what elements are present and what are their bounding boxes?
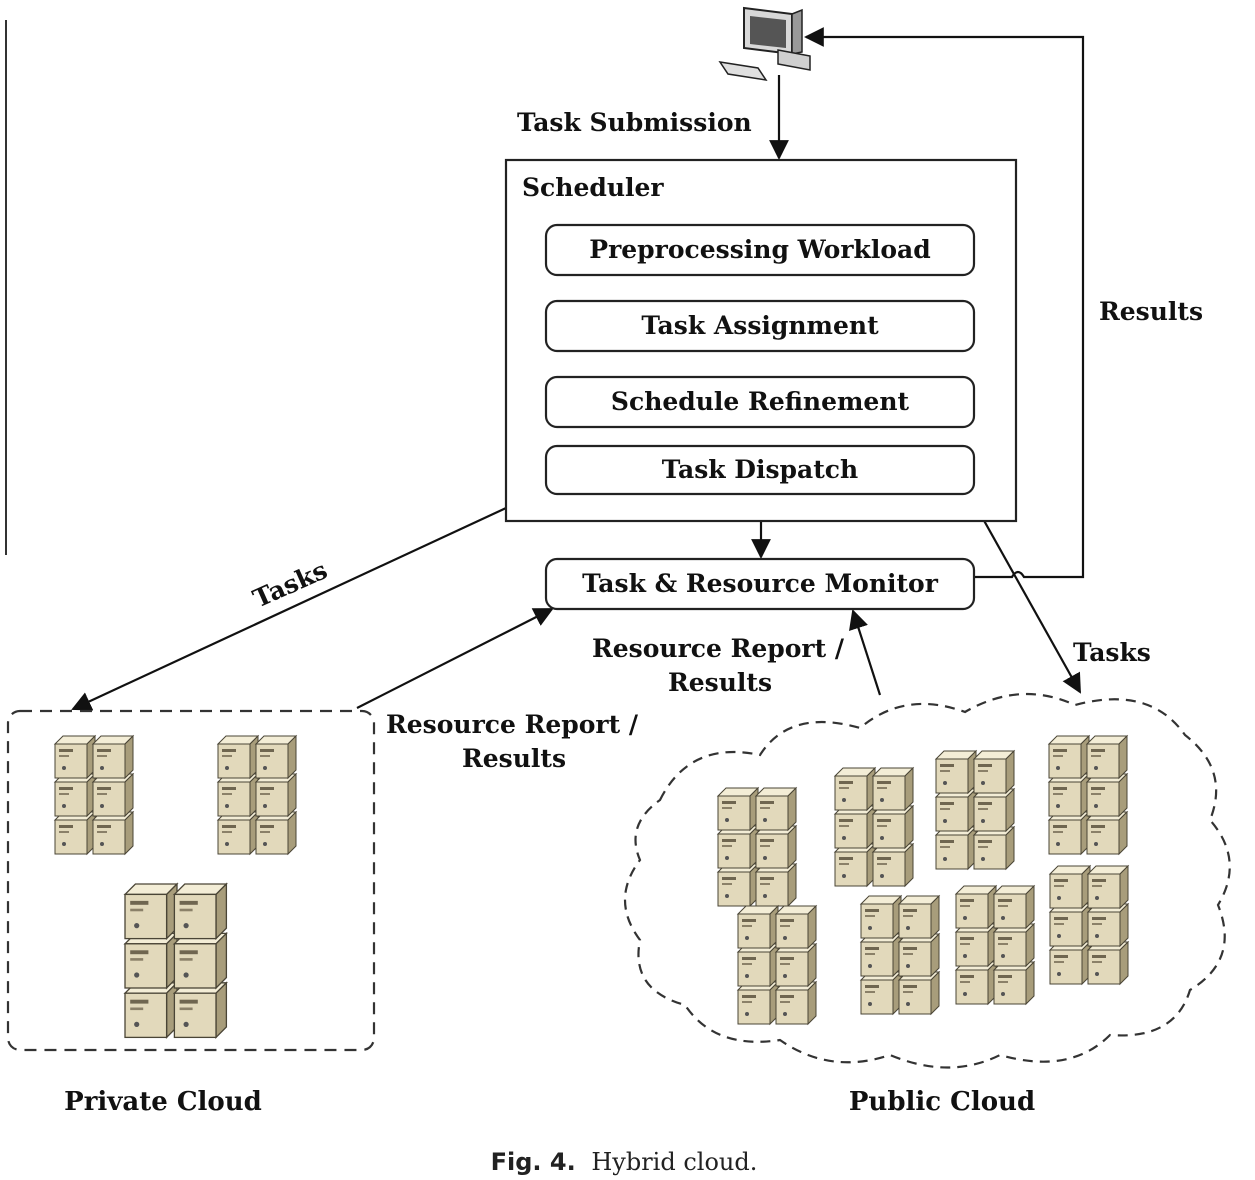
private-server-stack-3 (125, 884, 226, 1037)
svg-text:Task Assignment: Task Assignment (641, 311, 879, 340)
results-return-path (804, 27, 1085, 579)
public-server-stack-5 (738, 906, 816, 1024)
results-label: Results (1099, 297, 1203, 326)
public-cloud-boundary (623, 692, 1231, 1069)
report-left-line2: Results (462, 744, 566, 773)
public-server-stack-6 (861, 896, 939, 1014)
report-center-line2: Results (668, 668, 772, 697)
task-resource-monitor: Task & Resource Monitor (544, 557, 976, 611)
public-cloud-label: Public Cloud (849, 1087, 1035, 1117)
scheduler-title: Scheduler (522, 173, 664, 202)
svg-text:Task Dispatch: Task Dispatch (662, 455, 858, 484)
scheduler-step-dispatch: Task Dispatch (544, 444, 976, 496)
report-left-line1: Resource Report / (386, 710, 639, 739)
public-server-stack-3 (936, 751, 1014, 869)
svg-text:Preprocessing Workload: Preprocessing Workload (589, 235, 930, 264)
private-server-stack-1 (55, 736, 133, 854)
private-cloud-boundary (6, 709, 376, 1052)
public-server-stack-8 (1050, 866, 1128, 984)
task-submission-label: Task Submission (517, 108, 752, 137)
svg-text:Schedule Refinement: Schedule Refinement (611, 387, 910, 416)
caption-text: Hybrid cloud. (591, 1148, 757, 1176)
tasks-to-public-arrow (967, 491, 1081, 694)
private-report-arrow (356, 608, 554, 709)
public-server-stack-2 (835, 768, 913, 886)
figure-caption: Fig. 4. Hybrid cloud. (491, 1148, 758, 1176)
public-report-arrow (849, 609, 882, 696)
scheduler-step-preprocessing: Preprocessing Workload (544, 223, 976, 277)
computer-icon (718, 6, 811, 82)
private-cloud-label: Private Cloud (64, 1087, 262, 1117)
scheduler-step-refinement: Schedule Refinement (544, 375, 976, 429)
private-server-stack-2 (218, 736, 296, 854)
tasks-right-label: Tasks (1073, 638, 1151, 667)
svg-text:Task & Resource Monitor: Task & Resource Monitor (582, 569, 939, 598)
scheduler-step-assignment: Task Assignment (544, 299, 976, 353)
report-center-line1: Resource Report / (592, 634, 845, 663)
public-server-stack-7 (956, 886, 1034, 1004)
public-server-stack-4 (1049, 736, 1127, 854)
tasks-left-label: Tasks (249, 555, 332, 613)
tasks-to-private-arrow (71, 488, 548, 711)
public-server-stack-1 (718, 788, 796, 906)
caption-label: Fig. 4. (491, 1148, 576, 1176)
